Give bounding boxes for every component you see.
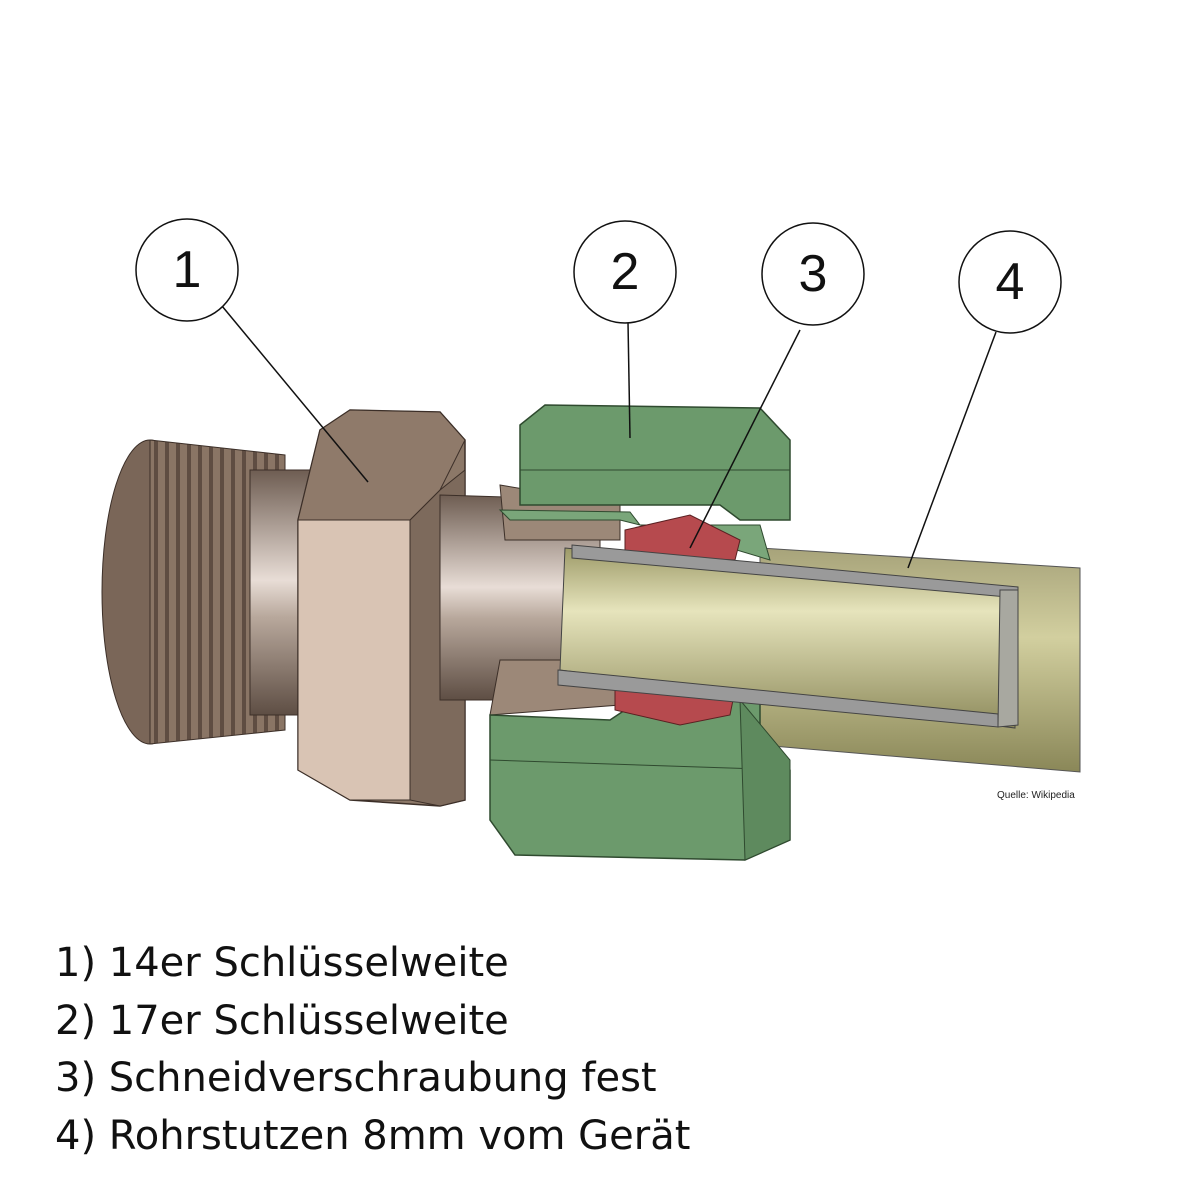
callout-number: 3 [799,245,828,303]
callout-3: 3 [761,222,865,326]
callout-number: 2 [611,243,640,301]
callout-number: 1 [173,241,202,299]
legend-item-4: 4) Rohrstutzen 8mm vom Gerät [55,1112,691,1159]
union-nut-17 [489,404,791,861]
leader-line-2 [627,321,631,439]
threaded-end [101,439,321,745]
callout-2: 2 [573,220,677,324]
legend: 1) 14er Schlüsselweite 2) 17er Schlüssel… [55,935,690,1165]
hex-nut-14 [297,409,466,807]
leader-line-4 [907,331,997,569]
source-credit: Quelle: Wikipedia [997,790,1075,801]
pipe-fitting-diagram: 1 2 3 4 Quelle: Wikipedia [101,218,1081,861]
callout-1: 1 [135,218,239,322]
fitting-neck [439,484,621,716]
leader-line-3 [689,329,801,549]
legend-item-2: 2) 17er Schlüsselweite [55,997,509,1044]
callout-4: 4 [958,230,1062,334]
legend-item-3: 3) Schneidverschraubung fest [55,1055,657,1101]
legend-item-1: 1) 14er Schlüsselweite [55,940,509,986]
pipe-tube-section [557,544,1019,729]
callout-number: 4 [996,253,1025,311]
leader-line-1 [221,305,369,483]
